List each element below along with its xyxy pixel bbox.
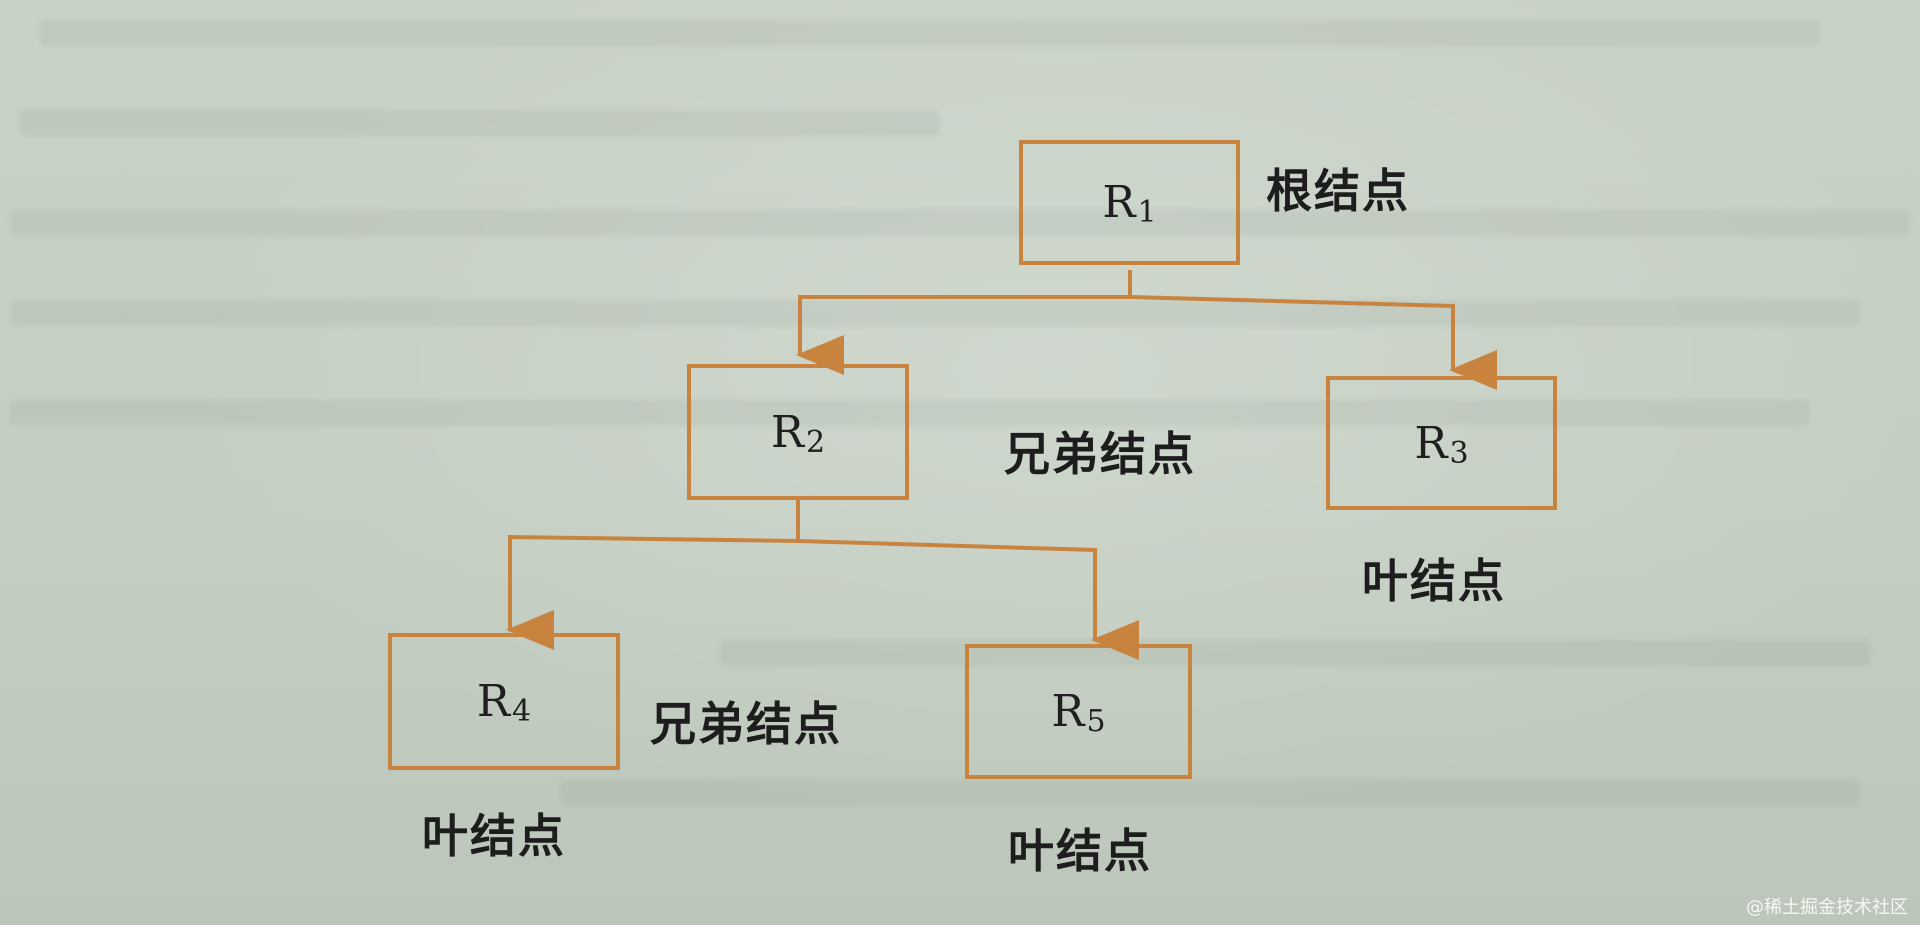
background-text-line (40, 20, 1820, 46)
edge-r1-r2 (796, 270, 1132, 375)
node-r4-letter: R (476, 676, 511, 727)
node-r2-subscript: 2 (806, 424, 826, 460)
background-text-line (10, 400, 1810, 426)
node-r1-letter: R (1102, 177, 1136, 228)
edge-r2-r4 (506, 497, 800, 650)
node-r5-letter: R (1051, 686, 1085, 737)
node-r2-letter: R (770, 406, 805, 458)
label-leaf-r4: 叶结点 (422, 809, 566, 863)
node-r3-subscript: 3 (1449, 435, 1469, 471)
watermark: @稀土掘金技术社区 (1746, 897, 1908, 918)
edge-r1-r3 (1129, 295, 1497, 390)
node-r1-subscript: 1 (1137, 195, 1157, 230)
background-text-line (10, 210, 1910, 236)
label-sibling-lower: 兄弟结点 (650, 697, 842, 751)
background-text-line (20, 110, 940, 136)
background-text-line (10, 300, 1860, 326)
label-sibling-upper: 兄弟结点 (1004, 427, 1196, 481)
node-r4-subscript: 4 (512, 694, 532, 729)
background-text-line (720, 640, 1870, 666)
label-root: 根结点 (1266, 164, 1410, 218)
node-r3-letter: R (1414, 417, 1448, 469)
edge-r2-r5 (797, 539, 1139, 660)
label-leaf-r5: 叶结点 (1008, 824, 1152, 878)
label-leaf-r3: 叶结点 (1362, 554, 1506, 608)
background-text-line (560, 780, 1860, 806)
node-r5-subscript: 5 (1086, 704, 1106, 739)
